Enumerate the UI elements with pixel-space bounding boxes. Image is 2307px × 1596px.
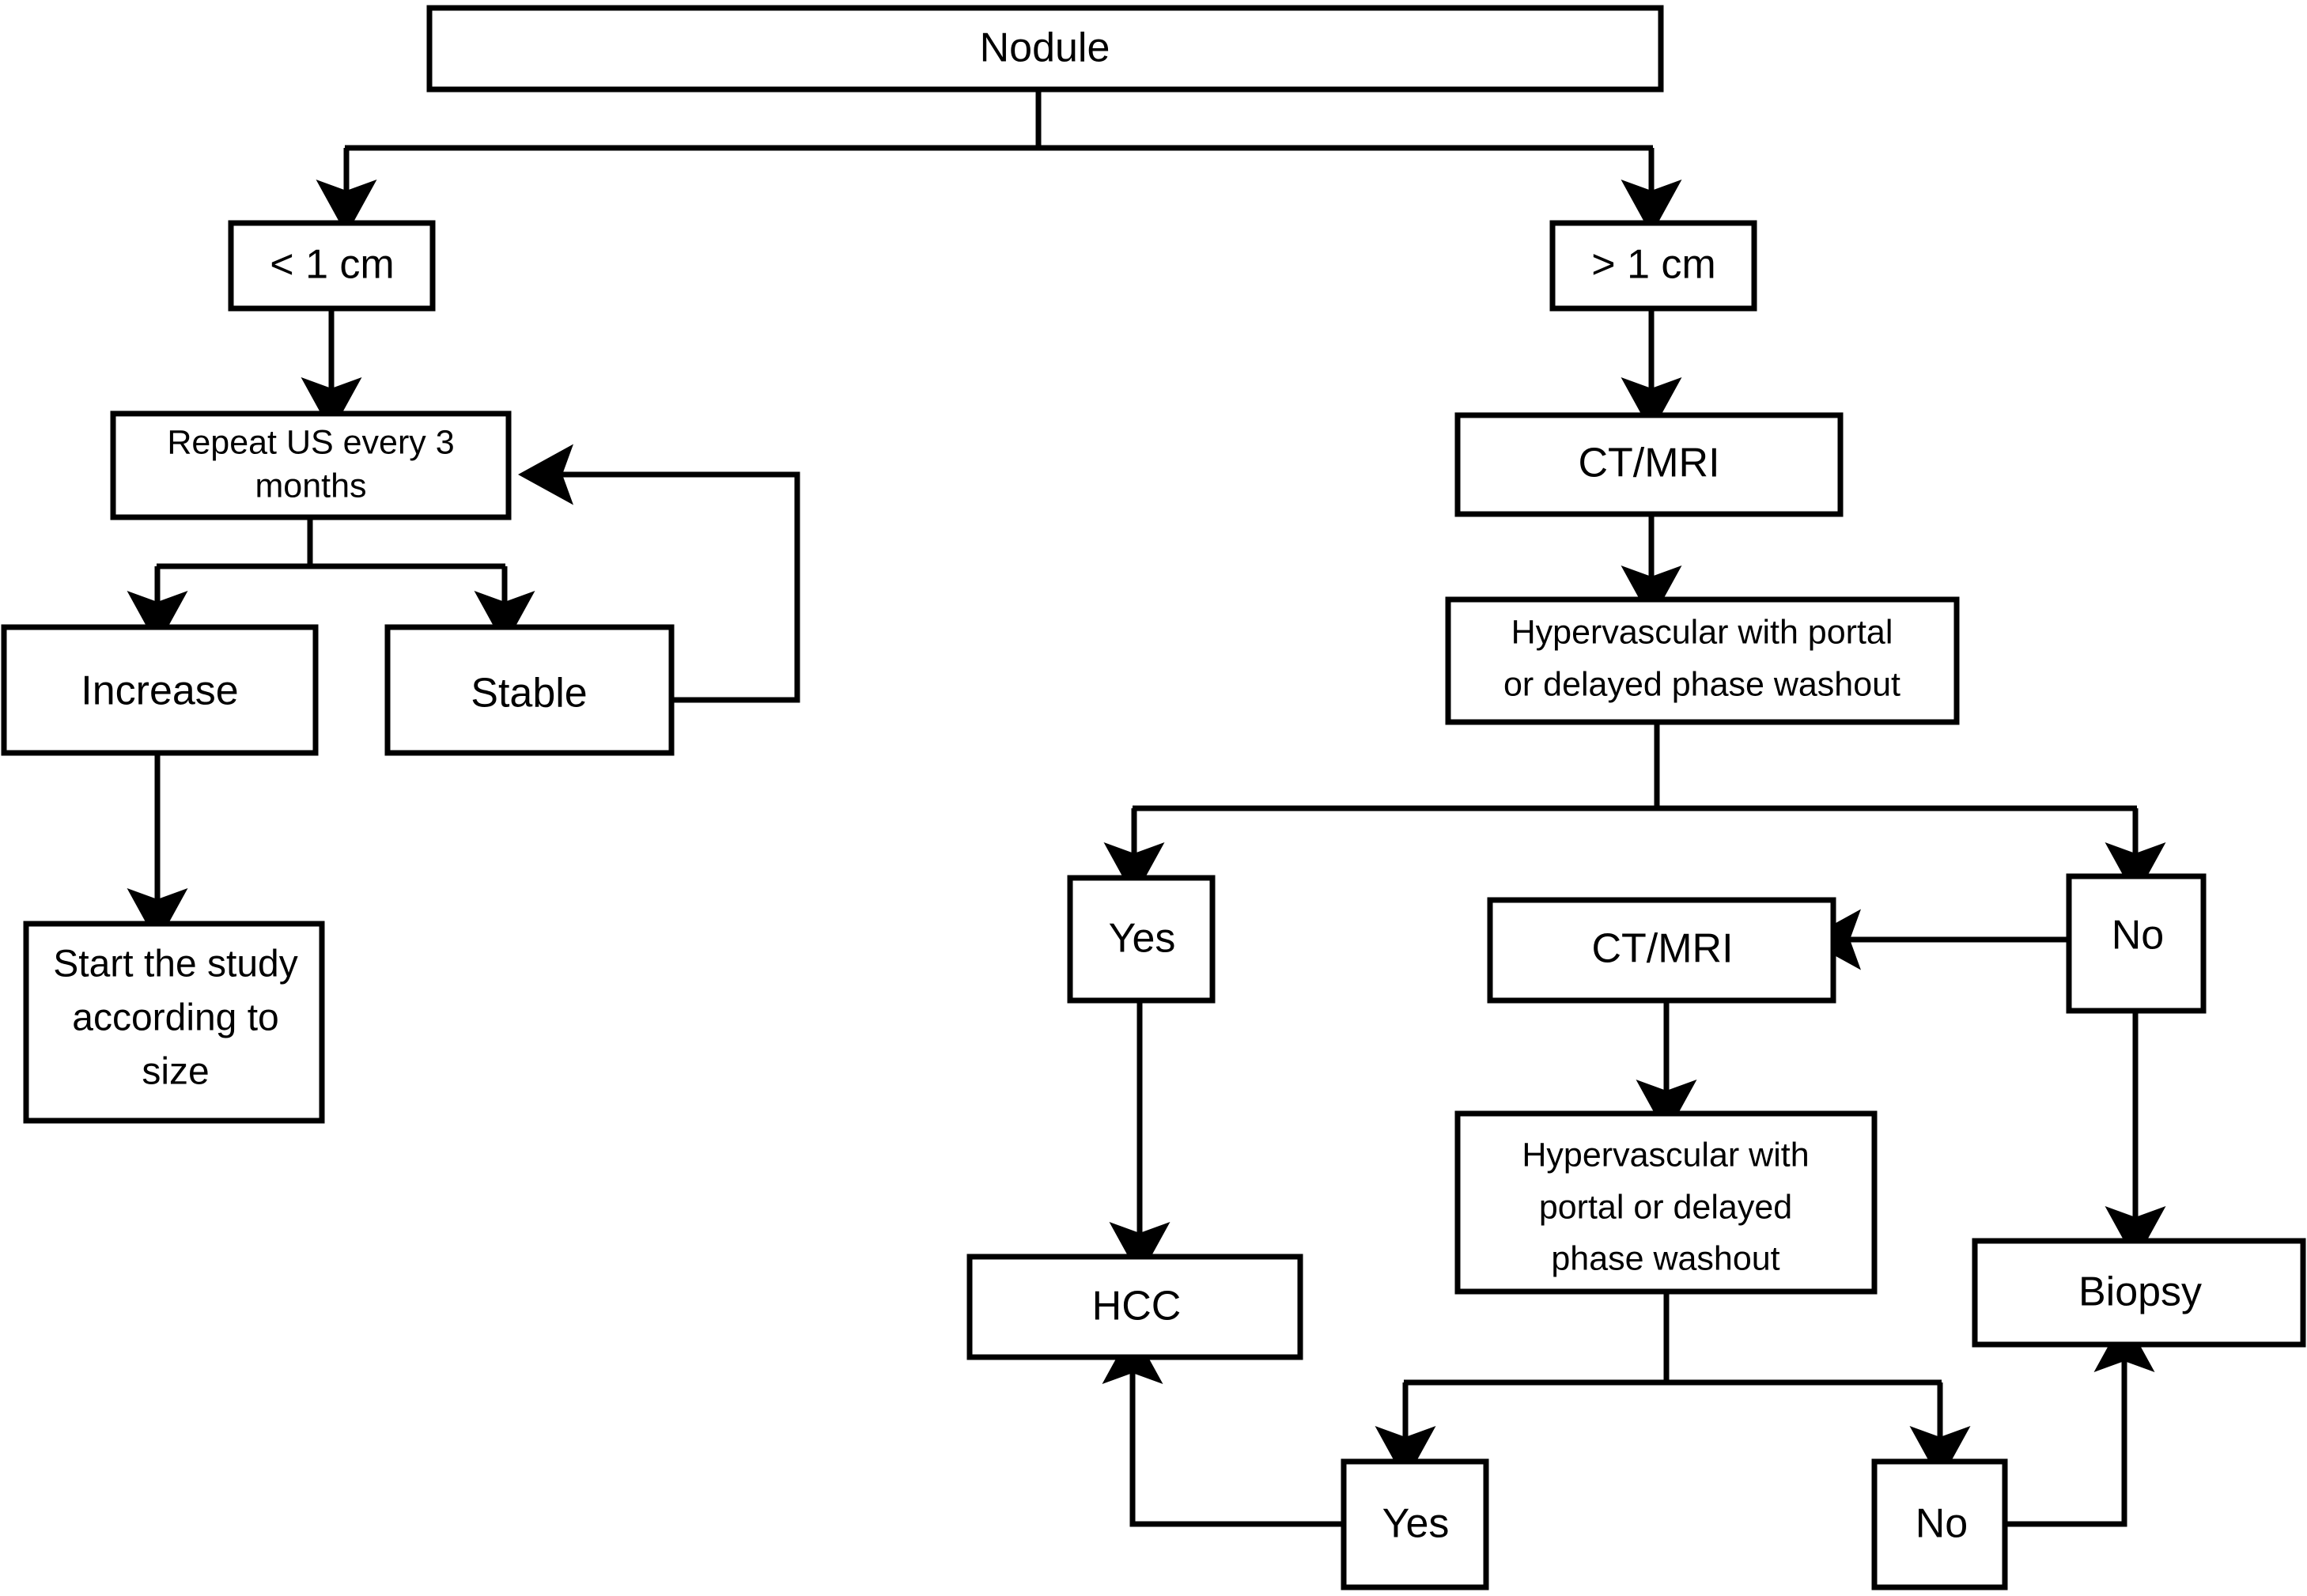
node-start-study-label-line2: according to [72,997,279,1039]
node-repeat-us-box[interactable] [110,410,512,520]
node-no-1-box[interactable] [2066,873,2207,1014]
node-increase[interactable]: Increase [1,624,319,756]
node-hypervascular-2-label-line1: Hypervascular with [1522,1136,1809,1174]
node-biopsy-label: Biopsy [2078,1269,2202,1315]
node-gt1cm-box[interactable] [1549,220,1757,312]
node-gt1cm-label: > 1 cm [1591,242,1716,288]
node-hypervascular-1-box[interactable] [1445,596,1960,725]
node-biopsy-box[interactable] [1972,1238,2306,1348]
node-ctmri-1-label: CT/MRI [1578,441,1719,486]
edge-yes2-hcc [1102,1329,1344,1527]
node-start-study-label-line3: size [142,1051,209,1093]
node-no-2-box[interactable] [1871,1458,2008,1590]
node-hypervascular-1-label-line2: or delayed phase washout [1503,665,1900,703]
node-stable[interactable]: Stable [384,624,675,756]
node-lt1cm[interactable]: < 1 cm [228,220,436,312]
node-ctmri-2-box[interactable] [1487,897,1836,1004]
node-stable-label: Stable [471,671,587,717]
node-hypervascular-2[interactable]: Hypervascular with portal or delayed pha… [1454,1110,1878,1295]
node-nodule-label: Nodule [980,25,1110,71]
node-repeat-us-label-line2: months [255,467,366,505]
node-gt1cm[interactable]: > 1 cm [1549,220,1757,312]
node-hypervascular-1[interactable]: Hypervascular with portal or delayed pha… [1445,596,1960,725]
node-lt1cm-box[interactable] [228,220,436,312]
node-no-2[interactable]: No [1871,1458,2008,1590]
node-repeat-us-label-line1: Repeat US every 3 [167,423,454,461]
node-ctmri-1-box[interactable] [1454,412,1844,517]
node-yes-2[interactable]: Yes [1341,1458,1489,1590]
node-hypervascular-2-label-line2: portal or delayed [1539,1188,1792,1226]
node-yes-2-box[interactable] [1341,1458,1489,1590]
node-hcc-box[interactable] [966,1254,1303,1360]
node-hypervascular-2-label-line3: phase washout [1551,1239,1779,1277]
node-no-2-label: No [1916,1501,1968,1547]
edge-layer [127,89,2166,1527]
node-stable-box[interactable] [384,624,675,756]
node-yes-1-box[interactable] [1067,875,1216,1004]
node-hypervascular-2-box[interactable] [1454,1110,1878,1295]
node-biopsy[interactable]: Biopsy [1972,1238,2306,1348]
node-nodule[interactable]: Nodule [426,5,1664,93]
node-start-study[interactable]: Start the study according to size [23,921,325,1124]
edge-stable-loop-right [518,444,800,703]
edge-no2-biopsy [2003,1317,2155,1527]
node-yes-1[interactable]: Yes [1067,875,1216,1004]
node-yes-2-label: Yes [1382,1501,1450,1547]
node-no-1-label: No [2112,913,2164,959]
node-nodule-box[interactable] [426,5,1664,93]
node-hcc[interactable]: HCC [966,1254,1303,1360]
node-start-study-label-line1: Start the study [53,944,298,985]
node-start-study-box[interactable] [23,921,325,1124]
node-hcc-label: HCC [1092,1284,1182,1329]
node-increase-box[interactable] [1,624,319,756]
node-ctmri-1[interactable]: CT/MRI [1454,412,1844,517]
node-lt1cm-label: < 1 cm [270,242,395,288]
node-hypervascular-1-label-line1: Hypervascular with portal [1511,613,1893,651]
node-ctmri-2[interactable]: CT/MRI [1487,897,1836,1004]
node-layer: Nodule < 1 cm > 1 cm Repeat US every 3 m… [1,5,2306,1590]
node-increase-label: Increase [81,668,238,714]
node-repeat-us[interactable]: Repeat US every 3 months [110,410,512,520]
node-no-1[interactable]: No [2066,873,2207,1014]
node-ctmri-2-label: CT/MRI [1591,926,1733,972]
node-yes-1-label: Yes [1109,916,1176,962]
